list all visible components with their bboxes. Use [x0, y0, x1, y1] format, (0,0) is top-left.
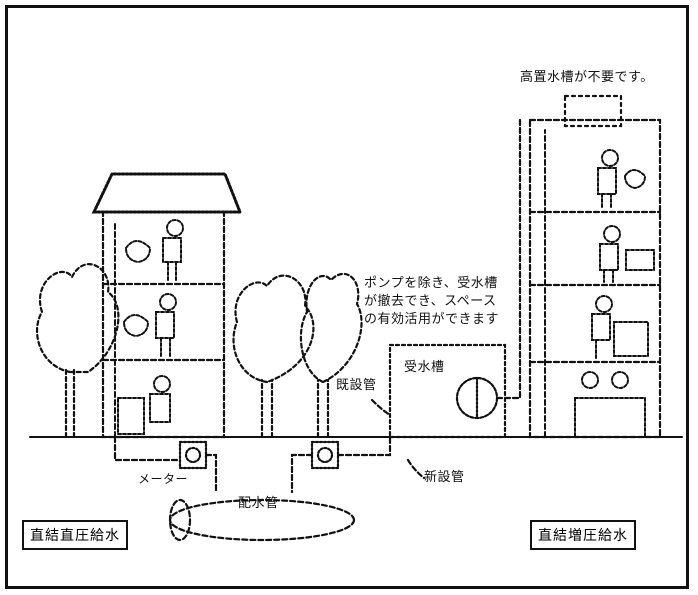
tree-middle-a — [232, 274, 315, 439]
water-main-label: 配水管 — [238, 496, 279, 511]
resident-figure — [591, 295, 649, 359]
resident-figure — [122, 293, 177, 357]
tree-left — [35, 263, 120, 439]
new-pipe-arrow — [406, 458, 426, 480]
resident-figure — [117, 375, 171, 435]
pump-note-line3: の有効活用ができます — [364, 312, 500, 327]
tree-middle-b — [299, 272, 363, 439]
left-building — [91, 172, 243, 439]
diagram-frame — [5, 5, 689, 589]
right-building — [528, 94, 662, 439]
direct-pressure-label: 直結直圧給水 — [22, 520, 128, 550]
service-pipe-right — [290, 435, 392, 494]
resident-figure — [597, 149, 647, 209]
service-pipe-left — [113, 435, 218, 494]
left-building-roof — [91, 172, 243, 214]
receiving-tank-label: 受水槽 — [404, 360, 445, 375]
direct-boost-label: 直結増圧給水 — [530, 520, 636, 550]
left-building-walls — [101, 210, 226, 439]
pump-note-line2: が撤去でき、スペース — [364, 294, 497, 309]
no-elevated-tank-note: 高置水槽が不要です。 — [520, 70, 654, 85]
meter-right — [310, 440, 340, 470]
right-building-walls — [528, 118, 662, 439]
receiving-tank — [388, 343, 507, 439]
meter-label: メーター — [138, 472, 189, 486]
new-pipe-label: 新設管 — [424, 470, 465, 485]
resident-figure — [599, 225, 655, 283]
resident-figure — [124, 219, 184, 281]
elevated-tank-removed — [563, 94, 623, 128]
existing-pipe-arrow — [370, 398, 392, 417]
existing-pipe-label: 既設管 — [336, 378, 377, 393]
booster-unit — [574, 371, 646, 438]
pump-note-line1: ポンプを除き、受水槽 — [364, 276, 498, 291]
meter-left — [178, 440, 208, 470]
